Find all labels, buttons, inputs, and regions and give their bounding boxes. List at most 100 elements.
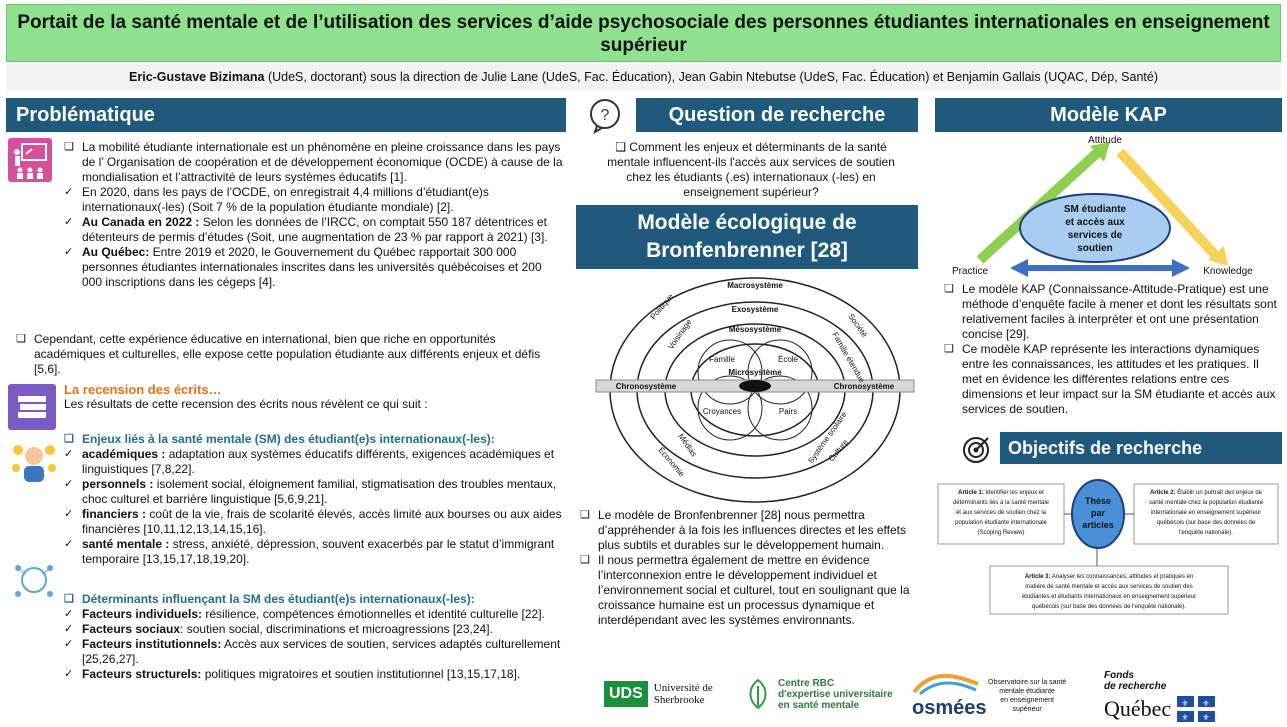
mind-network-icon: [10, 560, 58, 604]
osmees-waves-icon: [912, 673, 979, 696]
these-3: articles: [1082, 520, 1114, 530]
kap-knowledge: Knowledge: [1203, 266, 1253, 277]
label-ecole: École: [778, 355, 799, 364]
label-politique: Politique: [649, 292, 676, 322]
recension-intro: Les résultats de cette recension des écr…: [64, 397, 428, 411]
label-chrono-left: Chronosystème: [616, 382, 677, 391]
enjeux-title: ❑Enjeux liés à la santé mentale (SM) des…: [64, 432, 495, 446]
list-item: ✓académiques : adaptation aux systèmes é…: [64, 447, 555, 476]
osmees-logo: osmées Observatoire sur la santé mentale…: [910, 668, 1086, 720]
osmees-wordmark: osmées: [912, 697, 987, 719]
lead-author: Eric-Gustave Bizimana: [129, 70, 265, 84]
label-chrono-right: Chronosystème: [834, 382, 895, 391]
rbc-line-3: en santé mentale: [778, 699, 860, 711]
list-item: ✓financiers : coût de la vie, frais de s…: [64, 507, 562, 536]
article-3-line: matière de santé mentale et accès aux se…: [1025, 584, 1192, 590]
list-item: ✓Au Canada en 2022 : Selon les données d…: [64, 215, 548, 244]
label-micro: Microsystème: [728, 368, 782, 377]
recension-block: La recension des écrits… Les résultats d…: [64, 382, 564, 412]
authors-rest: (UdeS, doctorant) sous la direction de J…: [264, 70, 1158, 84]
label-meso: Mésosystème: [729, 325, 782, 334]
eco-description: ❑Le modèle de Bronfenbrenner [28] nous p…: [580, 508, 910, 628]
svg-text:⚜: ⚜: [1182, 713, 1189, 722]
list-item: ✓personnels : isolement social, éloignem…: [64, 477, 557, 506]
list-item: ❑Il nous permettra également de mettre e…: [580, 553, 910, 627]
label-exo: Exosystème: [732, 305, 779, 314]
article-3-line: québécois (sur base des données de l'enq…: [1032, 604, 1186, 610]
uds-mark: UDS: [604, 681, 648, 707]
poster-title: Portait de la santé mentale et de l’util…: [17, 12, 1270, 56]
problematique-heading: Problématique: [6, 98, 566, 132]
list-item: ✓Facteurs sociaux: soutien social, discr…: [64, 622, 493, 636]
label-macro: Macrosystème: [727, 281, 783, 290]
svg-text:⚜: ⚜: [1182, 699, 1189, 708]
eco-heading: Modèle écologique de Bronfenbrenner [28]: [576, 205, 918, 269]
label-croyances: Croyances: [703, 407, 741, 416]
list-item: ❑Ce modèle KAP représente les interactio…: [944, 342, 1276, 416]
article-2: Article 2: Établir un portrait des enjeu…: [1150, 489, 1263, 496]
rbc-leaf-icon: [749, 678, 767, 710]
list-item: ✓Facteurs institutionnels: Accès aux ser…: [64, 637, 561, 666]
bronfenbrenner-diagram: Macrosystème Exosystème Mésosystème Micr…: [595, 277, 915, 503]
question-heading: Question de recherche: [636, 98, 918, 132]
article-1-line: et aux services de soutien chez la: [956, 510, 1047, 516]
problematique-intro: ❑La mobilité étudiante internationale es…: [64, 140, 564, 290]
frq-logo: Fonds de recherche Québec ⚜ ⚜ ⚜ ⚜: [1104, 670, 1276, 726]
kap-attitude: Attitude: [1088, 135, 1122, 146]
recension-title: La recension des écrits…: [64, 382, 222, 397]
rbc-line-2: d'expertise universitaire: [778, 688, 893, 700]
kap-center-4: soutien: [1077, 243, 1113, 254]
problematique-conclusion: ❑Cependant, cette expérience éducative e…: [16, 332, 564, 377]
svg-text:⚜: ⚜: [1203, 713, 1210, 722]
label-famille-etendue: Famille étendue: [830, 331, 867, 385]
enjeux-block: ❑Enjeux liés à la santé mentale (SM) des…: [64, 432, 564, 567]
kap-center-3: services de: [1068, 230, 1123, 241]
list-item: ✓Facteurs structurels: politiques migrat…: [64, 667, 521, 681]
determinants-title: ❑Déterminants influençant la SM des étud…: [64, 592, 475, 606]
label-pairs: Pairs: [779, 407, 797, 416]
determinants-block: ❑Déterminants influençant la SM des étud…: [64, 592, 564, 682]
article-1-line: déterminants liés à la santé mentale: [953, 500, 1050, 506]
rbc-logo: Centre RBC d'expertise universitaire en …: [744, 668, 894, 720]
these-2: par: [1091, 508, 1106, 518]
osm-line-4: supérieur: [1012, 706, 1042, 713]
list-item: ✓Facteurs individuels: résilience, compé…: [64, 607, 545, 621]
frq-quebec: Québec: [1104, 696, 1172, 721]
article-2-line: québécois (sur base des données de: [1157, 520, 1256, 526]
teacher-icon: [8, 138, 52, 182]
osm-line-1: Observatoire sur la santé: [988, 679, 1067, 686]
kap-center-1: SM étudiante: [1064, 204, 1127, 215]
uds-logo: UDS Université de Sherbrooke: [604, 668, 724, 720]
article-2-line: l'enquête nationale).: [1179, 530, 1233, 536]
uds-line-1: Université de: [653, 682, 713, 694]
kap-practice: Practice: [952, 266, 989, 277]
frq-line-1: Fonds: [1104, 670, 1134, 681]
frq-line-2: de recherche: [1104, 681, 1167, 692]
kap-heading: Modèle KAP: [935, 98, 1282, 132]
article-1-line: (Scoping Review): [977, 530, 1024, 536]
list-item: ❑La mobilité étudiante internationale es…: [64, 140, 563, 184]
list-item: ❑Cependant, cette expérience éducative e…: [16, 332, 541, 376]
objectifs-diagram: Thèse par articles Article 1: Identifier…: [937, 479, 1279, 615]
article-2-line: santé mentale chez la population étudian…: [1149, 500, 1264, 506]
uds-line-2: Sherbrooke: [653, 694, 705, 706]
article-3: Article 3: Analyser les connaissances, a…: [1025, 574, 1193, 580]
objectifs-heading: Objectifs de recherche: [1000, 432, 1282, 464]
article-1: Article 1: Identifier les enjeux et: [958, 490, 1044, 496]
list-item: ❑Le modèle de Bronfenbrenner [28] nous p…: [580, 508, 906, 552]
svg-text:?: ?: [601, 107, 610, 124]
label-economie: Économie: [656, 446, 686, 479]
label-societe: Société: [846, 312, 869, 339]
svg-text:⚜: ⚜: [1203, 699, 1210, 708]
research-question: ❑ Comment les enjeux et déterminants de …: [607, 140, 895, 199]
question-bubble-icon: ?: [590, 99, 620, 134]
kap-diagram: Attitude Practice Knowledge SM étudiante…: [952, 135, 1253, 277]
books-icon: [8, 384, 56, 430]
list-item: ✓santé mentale : stress, anxiété, dépres…: [64, 537, 555, 566]
authors-line: Eric-Gustave Bizimana (UdeS, doctorant) …: [6, 64, 1281, 90]
label-medias: Médias: [676, 432, 698, 458]
kap-center-2: et accès aux: [1065, 217, 1125, 228]
article-1-line: population étudiante internationale: [955, 520, 1047, 526]
osm-line-2: mentale étudiante: [999, 688, 1055, 695]
article-3-line: étudiantes et étudiants internationaux e…: [1022, 594, 1196, 600]
